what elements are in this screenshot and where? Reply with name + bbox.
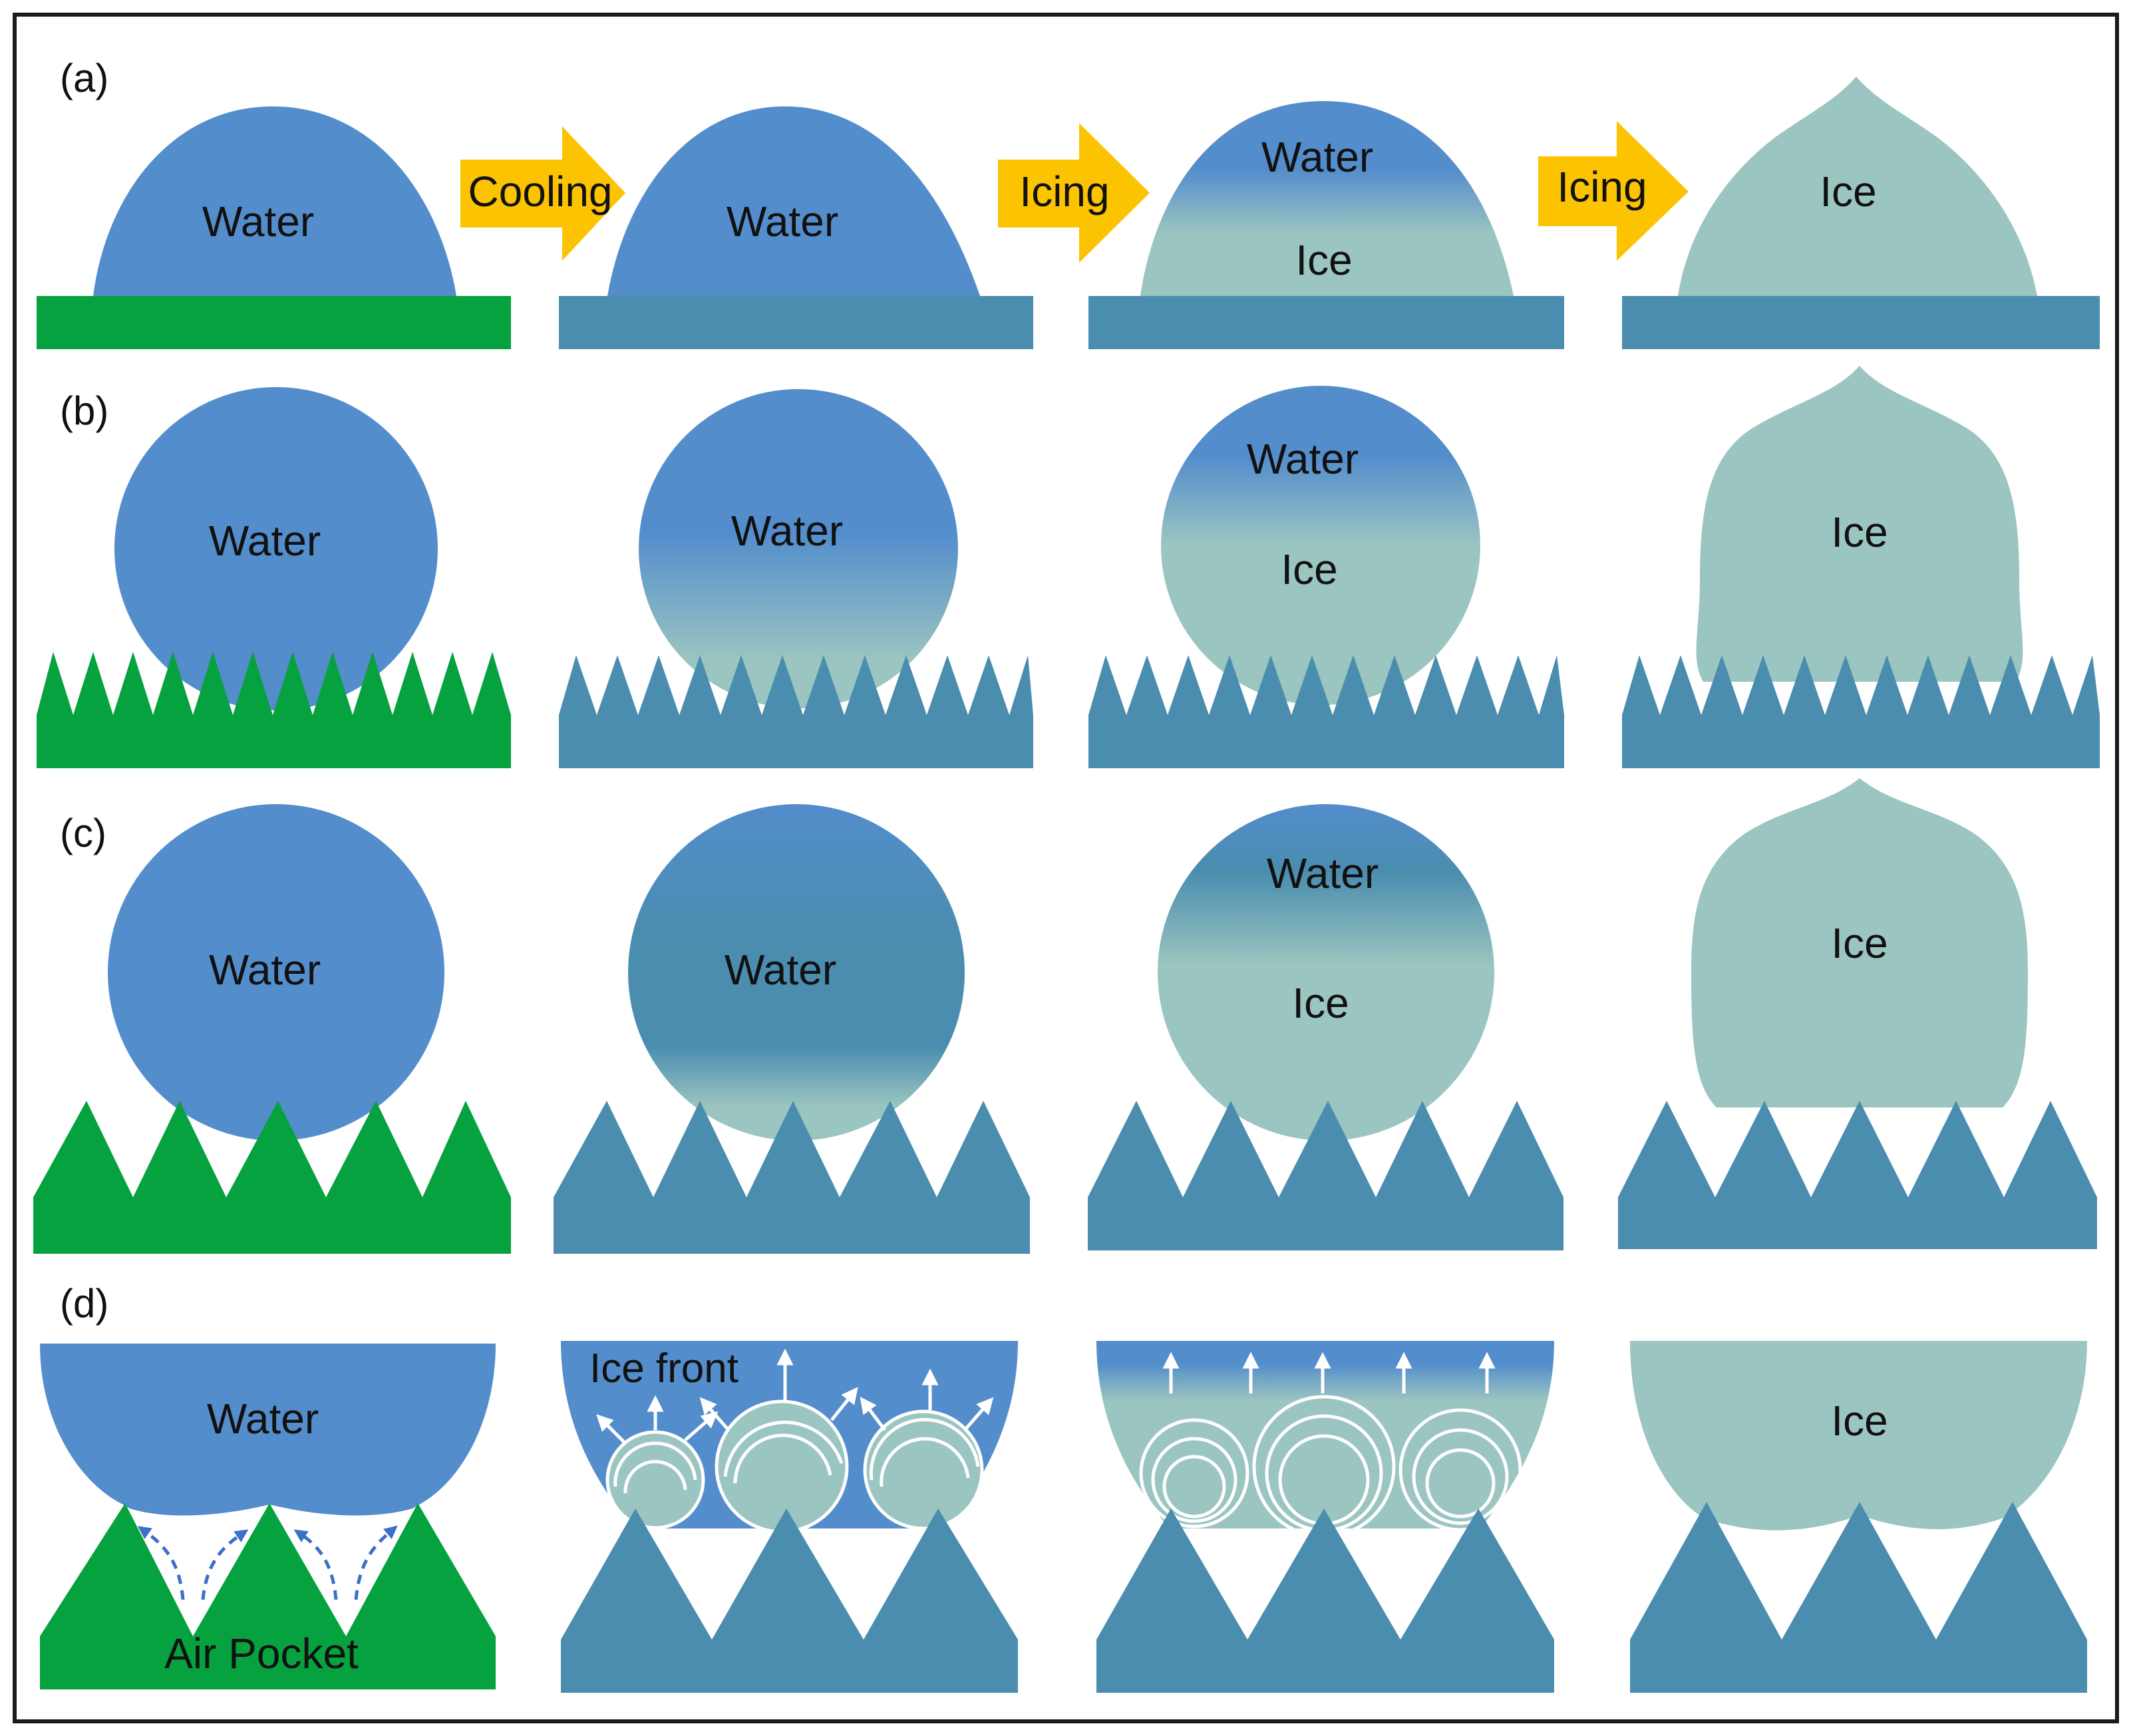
substrate-a4 (1622, 296, 2100, 349)
label-c3-water: Water (1267, 849, 1379, 897)
substrate-c3 (1088, 1101, 1563, 1250)
label-d4-ice: Ice (1831, 1397, 1887, 1445)
air-flow-arrows (137, 1525, 398, 1600)
growth-arrows-d2 (596, 1348, 994, 1445)
label-d1-water: Water (207, 1395, 319, 1443)
droplet-b1 (114, 387, 438, 710)
droplet-c2 (628, 804, 965, 1141)
icing-arrow-1: Icing (998, 123, 1150, 263)
substrate-b4 (1622, 655, 2100, 768)
substrate-c1 (33, 1101, 511, 1254)
label-a3-water: Water (1261, 133, 1373, 181)
label-b1-water: Water (209, 517, 321, 565)
label-c4-ice: Ice (1831, 919, 1887, 967)
dashed-arrow-icon (354, 1525, 398, 1600)
label-c1-water: Water (209, 946, 321, 994)
icing-arrow-2-label: Icing (1557, 163, 1647, 211)
substrate-b1 (37, 652, 511, 768)
label-a1-water: Water (202, 198, 314, 245)
label-b4-ice: Ice (1831, 508, 1887, 556)
label-ice-front: Ice front (589, 1346, 738, 1391)
up-arrow-icon (830, 1387, 858, 1421)
right-arrow-icon (460, 126, 625, 261)
row-b: Water Water Water Ice Ice (37, 366, 2100, 768)
cooling-arrow: Cooling (460, 126, 625, 261)
up-arrow-icon (963, 1397, 994, 1431)
growth-rings-d2 (613, 1417, 980, 1494)
panel-a-label: (a) (60, 56, 108, 100)
label-b2-water: Water (731, 507, 843, 555)
panel-c-label: (c) (60, 811, 106, 855)
substrate-a1 (37, 296, 511, 349)
droplet-c3 (1158, 804, 1494, 1141)
panel-d-label: (d) (60, 1281, 108, 1326)
substrate-b3 (1088, 655, 1564, 768)
dashed-arrow-icon (293, 1529, 338, 1600)
substrate-b2 (559, 655, 1033, 768)
substrate-c4 (1618, 1101, 2097, 1249)
substrate-c2 (554, 1101, 1030, 1254)
up-arrow-icon (860, 1397, 886, 1431)
dashed-arrow-icon (201, 1529, 249, 1600)
row-d: Water Air Pocket Ice (40, 1341, 2087, 1693)
growth-arrows-d3 (1162, 1352, 1496, 1393)
panel-b-label: (b) (60, 388, 108, 433)
droplet-d4 (1630, 1341, 2087, 1530)
label-b3-ice: Ice (1281, 545, 1337, 593)
up-arrow-icon (596, 1414, 627, 1445)
substrate-d2 (561, 1509, 1018, 1693)
droplet-c1 (108, 804, 444, 1141)
row-c: Water Water Water Ice Ice (33, 778, 2097, 1254)
label-a3-ice: Ice (1295, 236, 1352, 284)
label-c2-water: Water (725, 946, 836, 994)
droplet-a2 (607, 106, 980, 296)
substrate-a2 (559, 296, 1033, 349)
droplet-d1 (40, 1344, 496, 1516)
label-a2-water: Water (727, 198, 838, 245)
droplet-c4 (1691, 778, 2028, 1107)
label-c3-ice: Ice (1292, 979, 1349, 1027)
diagram-frame (13, 13, 2119, 1723)
droplet-b3 (1161, 386, 1480, 705)
label-b3-water: Water (1247, 435, 1359, 483)
icing-arrow-1-label: Icing (1019, 168, 1109, 216)
up-arrow-icon (684, 1411, 719, 1441)
right-arrow-icon (998, 123, 1150, 263)
row-a: Water Water Water Ice Ice Cooling Icing … (37, 76, 2100, 349)
substrate-d1 (40, 1503, 496, 1689)
droplet-b4 (1696, 366, 2023, 682)
droplet-a1 (93, 106, 456, 296)
droplet-b2 (639, 389, 958, 708)
label-a4-ice: Ice (1820, 168, 1876, 216)
substrate-a3 (1088, 296, 1564, 349)
right-arrow-icon (1538, 121, 1689, 261)
icing-arrow-2: Icing (1538, 121, 1689, 261)
substrate-d3 (1096, 1509, 1554, 1693)
droplet-a4 (1678, 76, 2037, 296)
substrate-d4 (1630, 1502, 2087, 1693)
up-arrow-icon (699, 1397, 730, 1431)
droplet-a3 (1140, 101, 1514, 296)
growth-rings-d3 (1139, 1395, 1522, 1538)
label-air-pocket: Air Pocket (164, 1630, 359, 1677)
cooling-arrow-label: Cooling (468, 168, 612, 216)
